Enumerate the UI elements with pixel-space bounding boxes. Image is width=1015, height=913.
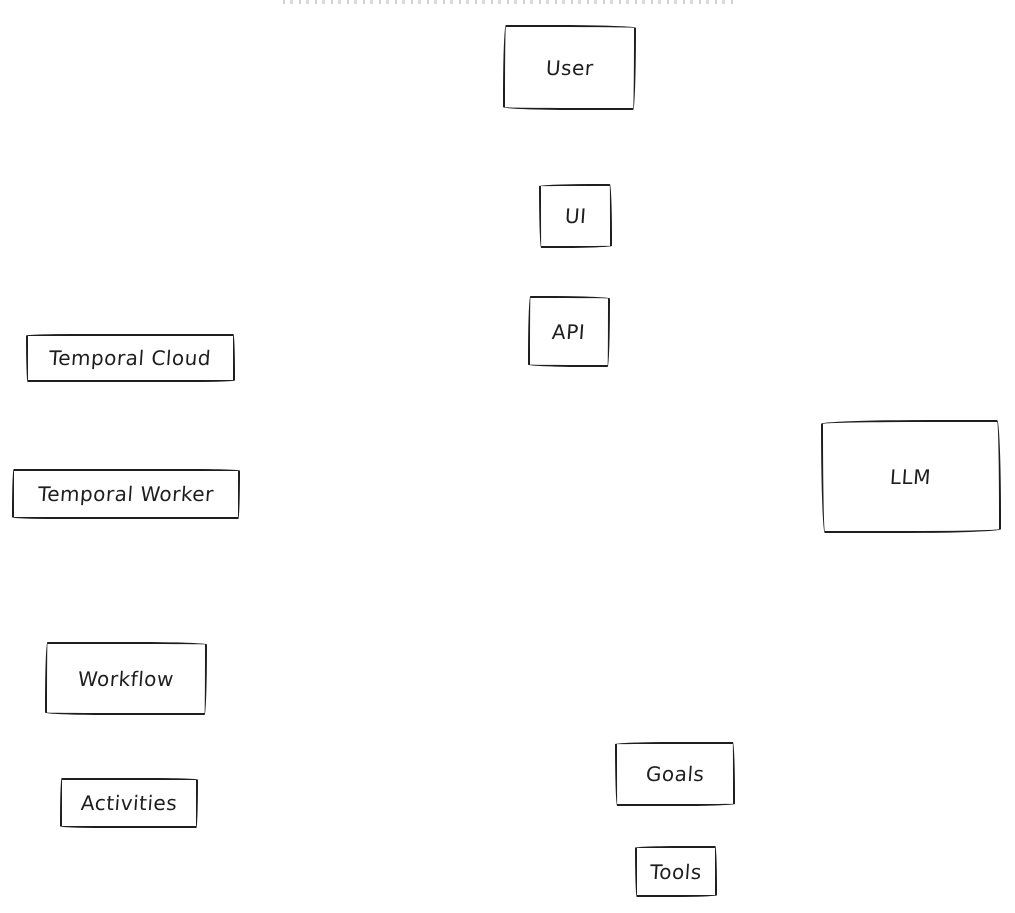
node-api[interactable]: API [528,296,610,367]
node-label-llm: LLM [889,464,933,489]
node-llm[interactable]: LLM [821,420,1001,533]
node-label-goals: Goals [644,762,706,786]
node-workflow[interactable]: Workflow [45,642,207,715]
clipped-text-fragment [283,0,735,4]
node-label-activities: Activities [80,791,178,815]
node-label-tools: Tools [649,859,703,884]
node-label-workflow: Workflow [77,666,175,691]
node-label-ui: UI [563,204,588,228]
node-user[interactable]: User [503,25,636,110]
node-label-temporal-cloud: Temporal Cloud [48,346,213,370]
node-activities[interactable]: Activities [60,778,198,828]
node-goals[interactable]: Goals [615,742,735,806]
node-label-user: User [544,55,595,80]
node-label-temporal-worker: Temporal Worker [37,482,215,506]
node-temporal-cloud[interactable]: Temporal Cloud [26,334,235,382]
node-label-api: API [551,319,587,344]
node-ui[interactable]: UI [539,184,612,248]
node-temporal-worker[interactable]: Temporal Worker [12,469,240,519]
node-tools[interactable]: Tools [635,846,717,897]
